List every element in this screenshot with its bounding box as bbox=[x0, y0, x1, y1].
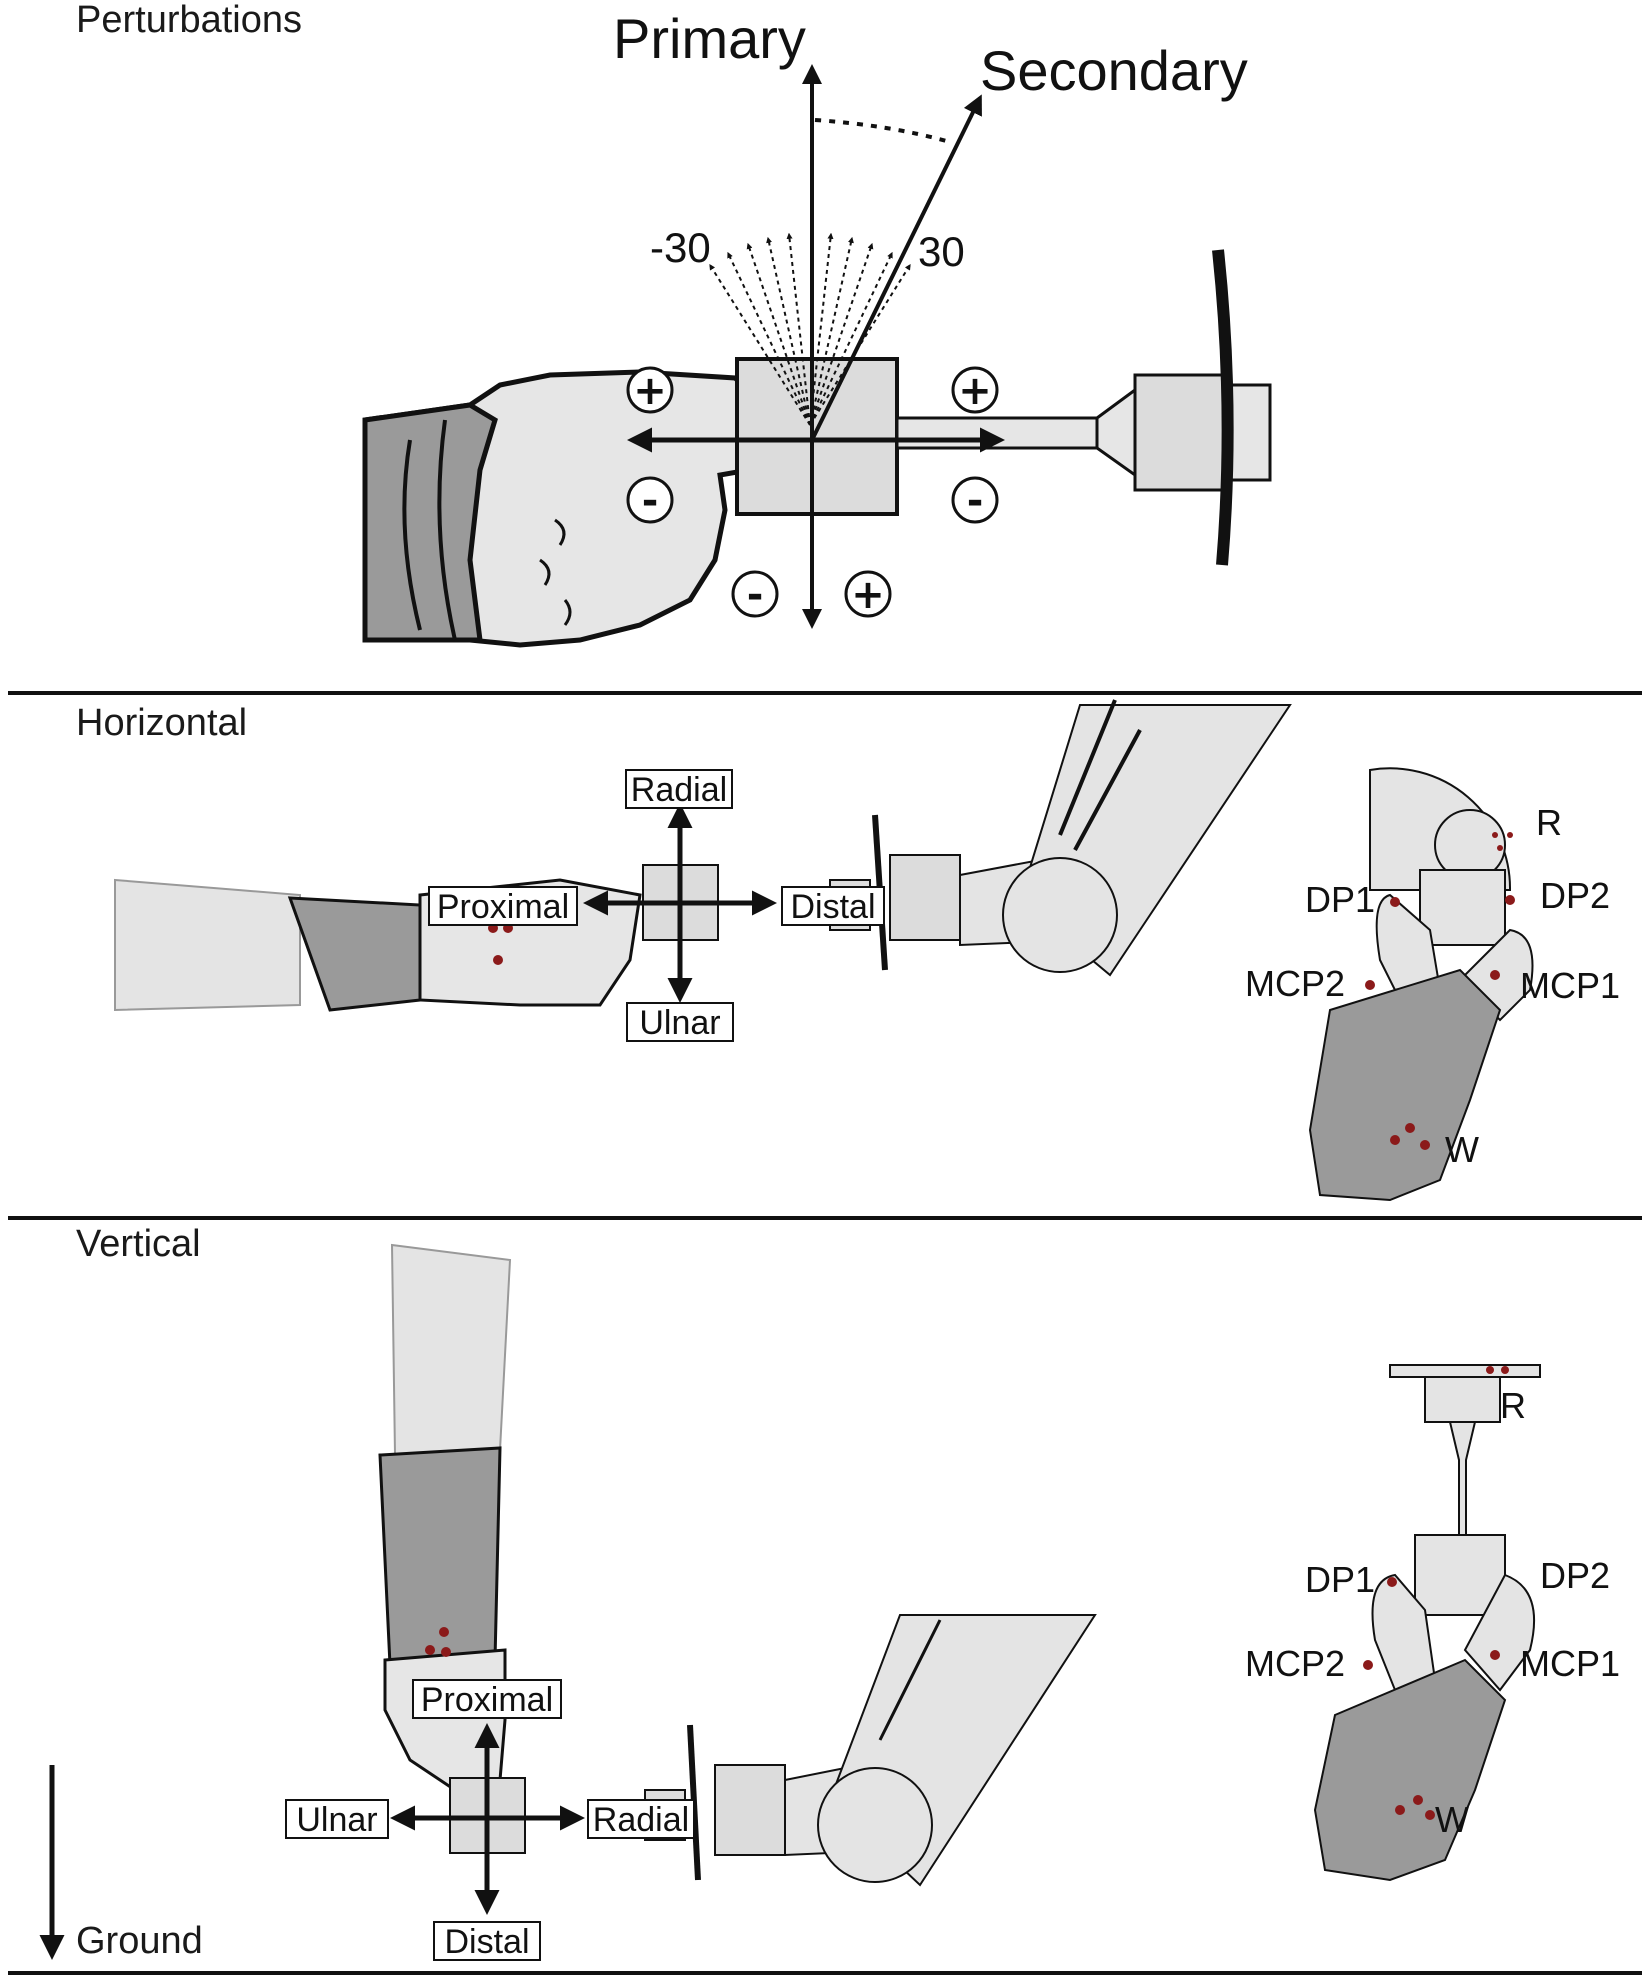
vertical-title: Vertical bbox=[76, 1223, 201, 1265]
marker-mcp2-vertical: MCP2 bbox=[1245, 1643, 1345, 1684]
glove-detail bbox=[1308, 968, 1502, 1202]
radial-label: Radial bbox=[631, 771, 727, 809]
secondary-angle-arc bbox=[814, 118, 951, 144]
angle-min-label: -30 bbox=[650, 224, 711, 271]
force-plate bbox=[1212, 249, 1234, 566]
secondary-label: Secondary bbox=[980, 39, 1248, 102]
mount-r bbox=[1424, 1376, 1501, 1423]
forearm-vertical bbox=[390, 1243, 512, 1457]
ulnar-box-vertical bbox=[285, 1799, 389, 1839]
marker-mcp1-vertical: MCP1 bbox=[1520, 1643, 1620, 1684]
marker-r-horizontal: R bbox=[1536, 802, 1562, 843]
distal-box-vertical bbox=[433, 1921, 541, 1961]
marker-dp2-vertical: DP2 bbox=[1540, 1555, 1610, 1596]
angle-max-label: 30 bbox=[918, 228, 965, 275]
sign-plus-bottom: + bbox=[844, 570, 892, 618]
ulnar-label-vertical: Ulnar bbox=[296, 1801, 377, 1839]
radial-box-vertical bbox=[587, 1799, 695, 1839]
glove-cuff bbox=[362, 402, 498, 643]
marker-r-vertical: R bbox=[1500, 1385, 1526, 1426]
proximal-box bbox=[428, 886, 578, 926]
thumb-vertical bbox=[1463, 1573, 1536, 1692]
svg-text:+: + bbox=[633, 368, 667, 414]
ulnar-label: Ulnar bbox=[639, 1004, 720, 1042]
contact-cube bbox=[735, 357, 899, 516]
hand-detail-horizontal bbox=[1308, 767, 1534, 1202]
svg-text:-: - bbox=[967, 478, 984, 524]
svg-text:-: - bbox=[642, 478, 659, 524]
knuckle-line-3 bbox=[563, 599, 572, 626]
marker-w-vertical: W bbox=[1435, 1799, 1469, 1840]
distal-label: Distal bbox=[790, 888, 875, 926]
device-housing-vertical bbox=[714, 1764, 786, 1856]
radial-label-vertical: Radial bbox=[593, 1801, 689, 1839]
robot-arm-line bbox=[878, 1619, 942, 1741]
device-housing bbox=[1133, 373, 1227, 492]
knuckle-line bbox=[554, 518, 566, 546]
glove-horizontal bbox=[287, 896, 422, 1012]
plate-r bbox=[1389, 1364, 1541, 1378]
marker-w-horizontal: W bbox=[1445, 1129, 1479, 1170]
marker-dp1-vertical: DP1 bbox=[1305, 1559, 1375, 1600]
svg-text:+: + bbox=[958, 368, 992, 414]
marker-mcp1-horizontal: MCP1 bbox=[1520, 965, 1620, 1006]
robot-joint-circle bbox=[1002, 857, 1118, 973]
proximal-label-vertical: Proximal bbox=[421, 1681, 553, 1719]
horizontal-panel: Horizontal Radial Ulnar Proximal Distal bbox=[76, 699, 1620, 1202]
distal-label-vertical: Distal bbox=[444, 1923, 529, 1961]
sign-minus-bottom: - bbox=[731, 570, 779, 618]
robot-arm-line bbox=[1058, 699, 1117, 836]
radial-box bbox=[625, 769, 733, 809]
marker-dp2-horizontal: DP2 bbox=[1540, 875, 1610, 916]
primary-label: Primary bbox=[613, 7, 806, 70]
sign-minus-finger: - bbox=[626, 476, 674, 524]
device-shaft bbox=[895, 416, 1099, 450]
svg-text:-: - bbox=[747, 572, 764, 618]
secondary-axis-arrow bbox=[810, 94, 982, 441]
distal-box bbox=[781, 886, 885, 926]
device-taper bbox=[1095, 387, 1137, 478]
ulnar-box bbox=[626, 1002, 734, 1042]
sign-minus-device: - bbox=[951, 476, 999, 524]
glove-seam-2 bbox=[437, 419, 457, 641]
marker-dp1-horizontal: DP1 bbox=[1305, 879, 1375, 920]
marker-mcp2-horizontal: MCP2 bbox=[1245, 963, 1345, 1004]
shaft-r bbox=[1448, 1421, 1477, 1536]
horizontal-title: Horizontal bbox=[76, 702, 247, 744]
forearm-horizontal bbox=[114, 878, 301, 1012]
robot-arm-line bbox=[1073, 729, 1142, 851]
glove-detail-vertical bbox=[1313, 1658, 1507, 1882]
perturbations-panel: Perturbations bbox=[76, 0, 1272, 648]
device-housing-horizontal bbox=[889, 854, 961, 941]
cube-detail bbox=[1419, 869, 1506, 946]
svg-text:+: + bbox=[851, 572, 885, 618]
marker-dot bbox=[493, 955, 503, 965]
proximal-box-vertical bbox=[412, 1679, 562, 1719]
perturbations-title: Perturbations bbox=[76, 0, 302, 41]
sign-plus-device: + bbox=[951, 366, 999, 414]
glove-seam bbox=[402, 439, 422, 631]
robot-joint-circle-vertical bbox=[817, 1767, 933, 1883]
vertical-panel: Vertical Proximal Distal Ulnar Radial Gr bbox=[39, 1223, 1620, 1962]
sign-plus-finger: + bbox=[626, 366, 674, 414]
ground-label: Ground bbox=[76, 1920, 203, 1962]
hand-detail-vertical bbox=[1313, 1364, 1541, 1882]
knuckle-line-2 bbox=[539, 558, 551, 586]
proximal-label: Proximal bbox=[437, 888, 569, 926]
